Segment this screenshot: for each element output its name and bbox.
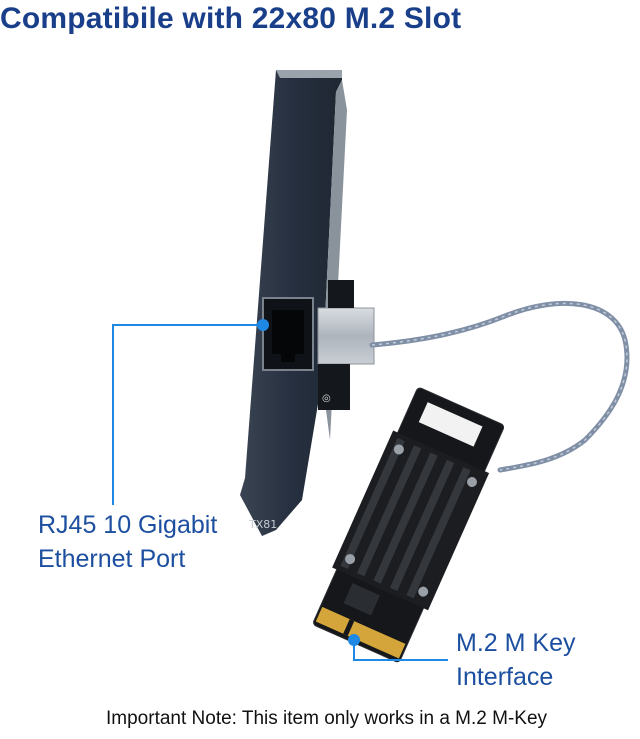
rj45-callout-line1: RJ45 10 Gigabit <box>38 511 218 539</box>
cable <box>369 300 630 473</box>
m2-callout-line2: Interface <box>456 663 554 691</box>
callout-line-rj45 <box>112 319 269 505</box>
bracket-marking: TX81 <box>248 518 277 531</box>
rj45-callout: RJ45 10 Gigabit Ethernet Port <box>38 508 217 576</box>
pcb-mark-icon: ◎ <box>322 393 331 404</box>
important-note: Important Note: This item only works in … <box>106 708 548 729</box>
rj45-port: ◎ <box>262 280 375 410</box>
m2-callout-line1: M.2 M Key <box>456 629 576 657</box>
m2-card <box>313 387 505 663</box>
callout-line-m2 <box>348 634 448 661</box>
page-title: Compatibile with 22x80 M.2 Slot <box>0 2 462 35</box>
rj45-callout-line2: Ethernet Port <box>38 545 186 573</box>
heatsink <box>332 430 490 611</box>
m2-callout: M.2 M Key Interface <box>456 626 575 694</box>
